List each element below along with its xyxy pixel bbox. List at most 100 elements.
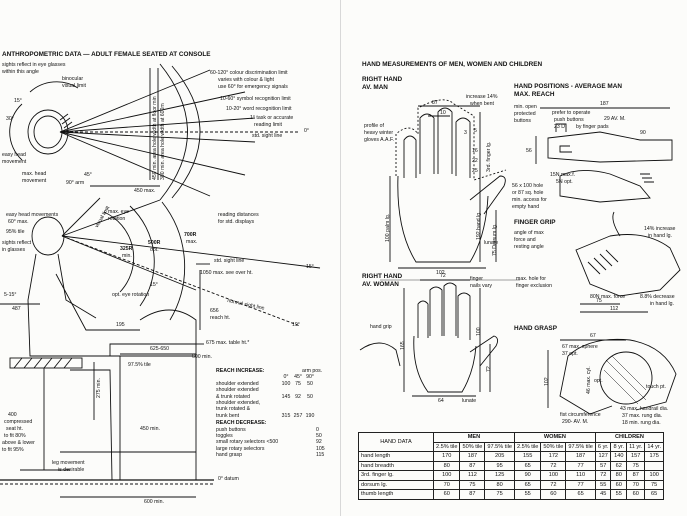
hp-min-open-2: protected (514, 111, 536, 117)
deg-1: 15° (150, 282, 158, 288)
note-movement-2: movement (22, 178, 47, 184)
note-reach-ht: reach ht. (210, 315, 231, 321)
table-group-men: MEN (433, 432, 515, 443)
rh-man-profile-2: heavy winter (364, 130, 394, 136)
rh-woman-dim-64: 64 (438, 398, 444, 404)
rh-man-increase-2: when bent (470, 101, 494, 107)
hp-min-open-1: min. open (514, 104, 537, 110)
hp-dim-56: 56 (526, 148, 532, 154)
rh-man-palm-lg: 100 palm lg. (385, 213, 391, 242)
reach-increase-title: REACH INCREASE: (216, 368, 265, 374)
rh-woman-hand-grip: hand grip (370, 324, 392, 330)
table-group-children: CHILDREN (594, 432, 665, 443)
note-reading-1: reading distances (218, 212, 259, 218)
note-leg-2: is desirable (58, 467, 85, 473)
rh-woman-nails-2: nails vary (470, 283, 492, 289)
left-title: ANTHROPOMETRIC DATA — ADULT FEMALE SEATE… (2, 51, 211, 58)
hp-prefer-3: by finger pads (576, 124, 609, 130)
note-compressed: compressed (4, 419, 33, 425)
col-men-97-5: 97.5% tile (484, 441, 515, 452)
hp-5n: 5N opt. (556, 179, 573, 185)
hp-title-1: HAND POSITIONS - AVERAGE MAN (514, 83, 622, 90)
rh-man-dim-22: 22 (472, 158, 478, 164)
rh-woman-nails-1: finger (470, 276, 483, 282)
hg-rail-2: 37 max. rung dia. (622, 413, 663, 419)
angle-45: 45° (294, 374, 302, 381)
hp-prefer-2: push buttons (554, 117, 584, 123)
dim-400: 400 (8, 412, 17, 418)
rh-man-lunate: lunate (484, 240, 499, 246)
dim-600-bottom: 600 min. (144, 499, 164, 505)
hg-touch: touch pt. (646, 384, 666, 390)
reach-increase-row: trunk rotated & (216, 406, 251, 413)
hp-min-open-3: buttons (514, 118, 532, 124)
fg-hole-1: max. hole for (516, 276, 546, 282)
note-97-5-tile: 97.5% tile (128, 362, 151, 368)
note-task-2: reading limit (254, 122, 282, 128)
fg-dim-75: 75 (596, 298, 602, 304)
note-60-max: 60° max. (8, 219, 29, 225)
rh-man-dim-3: 3 (464, 130, 467, 136)
angle-45: 45° (84, 172, 92, 178)
angle-15: 15° (14, 98, 22, 104)
fg-force: 80N max. force (590, 294, 626, 300)
note-fit-95: to fit 95% (2, 447, 24, 453)
deg-5-15: 5-15° (4, 292, 17, 298)
fg-decrease-2: in hand lg. (650, 301, 674, 307)
hg-title: HAND GRASP (514, 325, 557, 332)
note-colour-3: use 60° for emergency signals (218, 84, 288, 90)
hp-min-2: or 87 sq. hole (512, 190, 544, 196)
note-above-lower: above & lower (2, 440, 35, 446)
col-child-6: 6 yr. (594, 441, 612, 452)
fg-dim-112: 112 (610, 306, 619, 312)
col-women-50: 50% tile (540, 441, 567, 452)
hp-d23: 23 D (554, 124, 565, 130)
hg-sphere-2: 37 opt. (562, 351, 578, 357)
note-symbol-limit: 10-60° symbol recognition limit (220, 96, 291, 102)
fg-hole-2: finger exclusion (516, 283, 553, 289)
note-reading-2: for std. displays (218, 219, 255, 225)
label-opt: opt. (150, 247, 159, 253)
note-std-sight-side: std. sight line (214, 258, 245, 264)
rh-man-dim-10: 10 (440, 110, 446, 116)
hg-rail-1: 43 max. handrail dia. (620, 406, 669, 412)
deg-15: 15° (306, 264, 314, 270)
rh-woman-dim-72v: 72 (486, 366, 492, 372)
hg-opt: opt. (594, 378, 603, 384)
hg-dim-67: 67 (590, 333, 596, 339)
rh-man-dim-16: 16 (472, 148, 478, 154)
note-max-eye: max. eye (108, 209, 130, 215)
col-men-50: 50% tile (459, 441, 486, 452)
note-easy-head: easy head (2, 152, 26, 158)
note-rotation: rotation (108, 216, 126, 222)
note-within-angle: within this angle (2, 69, 39, 75)
dim-487: 487 (12, 306, 21, 312)
dim-450-min: 450 min. (140, 426, 160, 432)
angle-90: 90° arm (66, 180, 85, 186)
label-min: min. (122, 253, 132, 259)
label-325r: 325R (120, 246, 133, 252)
angle-90: 90° (306, 374, 314, 381)
rh-woman-dim-72: 72 (440, 273, 446, 279)
arm-pos-label: arm pos. (302, 368, 323, 374)
hg-max-cyl: 46 max. cyl. (586, 366, 592, 394)
fg-increase-1: 14% increase (644, 226, 676, 232)
hand-data-table: HAND DATA MEN WOMEN CHILDREN 2.5% tile 5… (358, 432, 665, 500)
dim-656: 656 (210, 308, 219, 314)
reach-decrease-title: REACH DECREASE: (216, 420, 267, 427)
note-visual-limit: visual limit (62, 83, 86, 89)
right-title: HAND MEASUREMENTS OF MEN, WOMEN AND CHIL… (362, 61, 543, 68)
note-task-1: 1° task or accurate (250, 115, 294, 121)
rh-woman-title-2: AV. WOMAN (362, 281, 399, 288)
note-see-over: 1050 max. see over ht. (200, 270, 253, 276)
note-seat-ht: seat ht. (6, 426, 24, 432)
fg-angle-1: angle of max (514, 230, 544, 236)
rh-man-profile-1: profile of (364, 123, 384, 129)
note-table-ht: 675 max. table ht.* (206, 340, 250, 346)
reach-increase-row: shoulder extended (216, 387, 259, 394)
